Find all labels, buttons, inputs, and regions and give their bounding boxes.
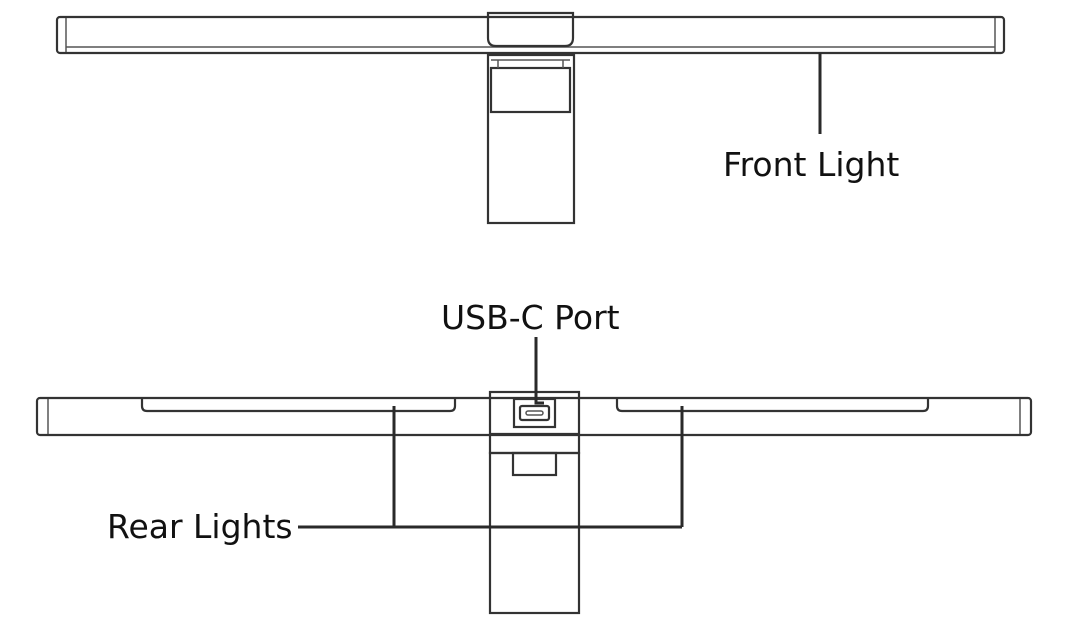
front-center-housing: [486, 11, 575, 48]
front-light-label: Front Light: [723, 145, 900, 184]
rear-lights-leader: [298, 406, 684, 529]
usb-c-leader: [534, 337, 544, 405]
rear-light-right: [615, 399, 930, 413]
rear-view-lamp: [35, 390, 1033, 615]
rear-mount-clip: [488, 451, 581, 615]
front-light-bar: [55, 15, 1006, 55]
rear-lights-label: Rear Lights: [107, 507, 293, 546]
rear-light-bar: [35, 396, 1033, 437]
usb-c-port-label: USB-C Port: [441, 298, 620, 337]
usb-c-port-inner: [518, 404, 551, 422]
front-mount-clip: [486, 53, 576, 225]
front-view-lamp: [55, 11, 1006, 225]
rear-light-left: [140, 399, 457, 413]
